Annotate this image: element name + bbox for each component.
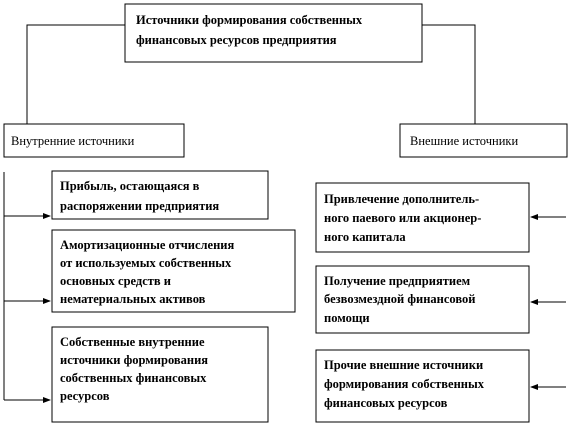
external-item-2-line-2: безвозмездной финансовой: [324, 292, 476, 306]
external-item-1-line-1: Привлечение дополнитель-: [324, 192, 479, 206]
external-item-3-line-1: Прочие внешние источники: [324, 358, 483, 372]
internal-item-3-line-4: ресурсов: [60, 389, 110, 403]
internal-item-2-line-2: от используемых собственных: [60, 256, 232, 270]
external-sources-label: Внешние источники: [410, 134, 518, 148]
connector-root-external: [422, 24, 476, 124]
internal-item-3-line-1: Собственные внутренние: [60, 335, 205, 349]
internal-item-2-line-4: нематериальных активов: [60, 292, 206, 306]
internal-item-1-line-1: Прибыль, остающаяся в: [60, 179, 200, 193]
internal-sources-label: Внутренние источники: [11, 134, 135, 148]
external-item-3-line-2: формирования собственных: [324, 377, 485, 391]
external-item-1-line-2: ного паевого или акционер-: [324, 211, 481, 225]
root-line-2: финансовых ресурсов предприятия: [136, 33, 337, 47]
root-line-1: Источники формирования собственных: [136, 13, 363, 27]
external-item-2-line-3: помощи: [324, 311, 370, 325]
external-item-3: Прочие внешние источники формирования со…: [315, 349, 530, 423]
internal-item-2-line-3: основных средств и: [60, 274, 171, 288]
internal-item-1: Прибыль, остающаяся в распоряжении предп…: [51, 170, 269, 220]
external-item-2: Получение предприятием безвозмездной фин…: [315, 265, 530, 334]
internal-sources-node: Внутренние источники: [3, 123, 185, 158]
external-item-1-line-3: ного капитала: [324, 230, 406, 244]
external-sources-node: Внешние источники: [399, 123, 568, 158]
internal-item-2-line-1: Амортизационные отчисления: [60, 238, 235, 252]
root-node: Источники формирования собственных финан…: [124, 3, 423, 63]
external-item-3-line-3: финансовых ресурсов: [324, 396, 448, 410]
connector-root-internal: [26, 24, 125, 124]
internal-item-3: Собственные внутренние источники формиро…: [51, 326, 269, 423]
internal-item-2: Амортизационные отчисления от используем…: [51, 229, 296, 313]
external-item-1: Привлечение дополнитель- ного паевого ил…: [315, 182, 530, 253]
internal-item-3-line-2: источники формирования: [60, 353, 208, 367]
internal-item-1-line-2: распоряжении предприятия: [60, 199, 219, 213]
internal-item-3-line-3: собственных финансовых: [60, 371, 207, 385]
external-item-2-line-1: Получение предприятием: [324, 274, 471, 288]
